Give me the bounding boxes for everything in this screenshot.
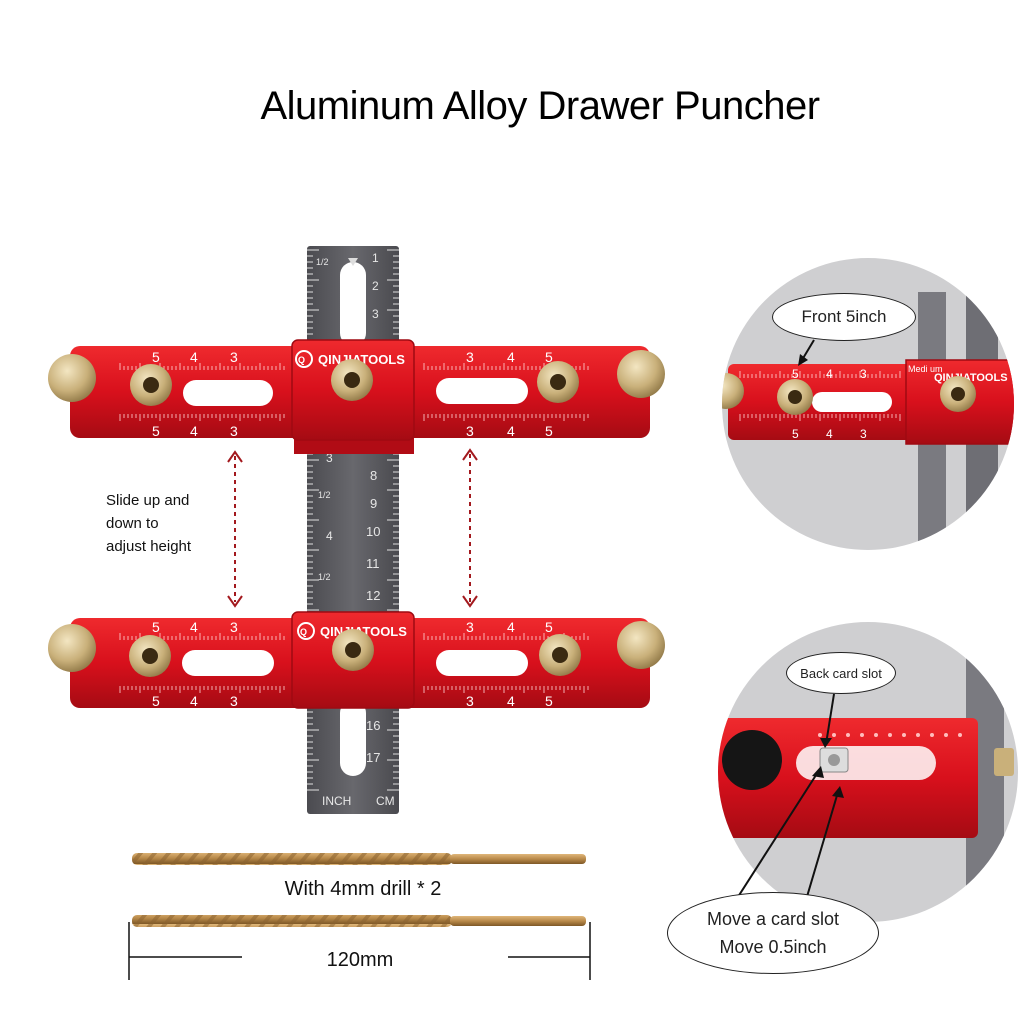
scale-label: 5: [792, 427, 799, 441]
svg-text:Q: Q: [300, 627, 307, 637]
ruler-cm-label: 9: [370, 496, 377, 511]
scale-label: 4: [507, 423, 515, 439]
drill-bushing-icon: [331, 359, 373, 401]
scale-label: 4: [190, 349, 198, 365]
scale-label: 5: [545, 349, 553, 365]
scale-label: 5: [152, 693, 160, 709]
drill-bushing-icon: [129, 635, 171, 677]
callout-move-card-slot: Move a card slot Move 0.5inch: [667, 892, 879, 974]
ruler-unit-inch: INCH: [322, 794, 351, 808]
ruler-inch-label: 1/2: [318, 490, 331, 500]
scale-label: 5: [152, 423, 160, 439]
scale-label: 3: [860, 367, 867, 381]
scale-label: 5: [152, 619, 160, 635]
ruler-cm-label: 8: [370, 468, 377, 483]
slide-arrow-right: [462, 448, 478, 608]
ruler-cm-label: 11: [366, 556, 380, 571]
scale-label: 5: [545, 693, 553, 709]
knob-icon: [617, 621, 665, 669]
ruler-inch-label: 1/2: [318, 572, 331, 582]
scale-label: 4: [507, 349, 515, 365]
ruler-cm-label: 16: [366, 718, 380, 733]
ruler-cm-label: 3: [372, 307, 379, 321]
knob-icon: [48, 624, 96, 672]
scale-label: 5: [792, 367, 799, 381]
knob-icon: [48, 354, 96, 402]
scale-label: 4: [507, 619, 515, 635]
scale-label: 3: [230, 349, 238, 365]
ruler-unit-cm: CM: [376, 794, 395, 808]
knob-icon: [722, 730, 782, 790]
scale-label: 4: [826, 367, 833, 381]
ruler-cm-label: 12: [366, 588, 380, 603]
scale-label: 4: [826, 427, 833, 441]
drill-bushing-icon: [537, 361, 579, 403]
ruler-inch-label: 3: [326, 451, 333, 465]
drill-bit-icon: [132, 915, 586, 927]
knob-icon: [617, 350, 665, 398]
scale-label: 4: [190, 619, 198, 635]
ruler-cm-label: 1: [372, 251, 379, 265]
callout-front-5inch: Front 5inch: [772, 293, 916, 341]
drill-bit-icon: [132, 853, 586, 865]
slide-arrow-left: [227, 450, 243, 608]
medium-label: Medi um: [908, 364, 943, 374]
knob-icon: [722, 373, 744, 409]
length-caption: 120mm: [326, 949, 394, 971]
ruler-inch-label: 1/2: [316, 257, 329, 267]
scale-label: 3: [230, 693, 238, 709]
dimension-line: [128, 922, 591, 980]
scale-label: 3: [230, 619, 238, 635]
scale-label: 3: [466, 619, 474, 635]
scale-label: 5: [152, 349, 160, 365]
scale-label: 4: [507, 693, 515, 709]
scale-label: 5: [545, 619, 553, 635]
drill-bushing-icon: [130, 364, 172, 406]
scale-label: 4: [190, 693, 198, 709]
scale-label: 3: [230, 423, 238, 439]
slide-caption: Slide up and down to adjust height: [106, 492, 192, 555]
callout-back-card-slot: Back card slot: [786, 652, 896, 694]
drill-caption: With 4mm drill * 2: [284, 878, 442, 900]
ruler-inch-label: 4: [326, 529, 333, 543]
ruler-cm-label: 10: [366, 524, 380, 539]
scale-label: 3: [466, 693, 474, 709]
svg-text:Q: Q: [298, 355, 305, 365]
drill-bushing-icon: [332, 629, 374, 671]
scale-label: 4: [190, 423, 198, 439]
scale-label: 3: [860, 427, 867, 441]
ruler-cm-label: 2: [372, 279, 379, 293]
scale-label: 3: [466, 349, 474, 365]
slider-block: [294, 438, 414, 454]
scale-label: 3: [466, 423, 474, 439]
scale-label: 5: [545, 423, 553, 439]
drill-bushing-icon: [539, 634, 581, 676]
page-title: Aluminum Alloy Drawer Puncher: [260, 84, 820, 128]
ruler-cm-label: 17: [366, 750, 380, 765]
